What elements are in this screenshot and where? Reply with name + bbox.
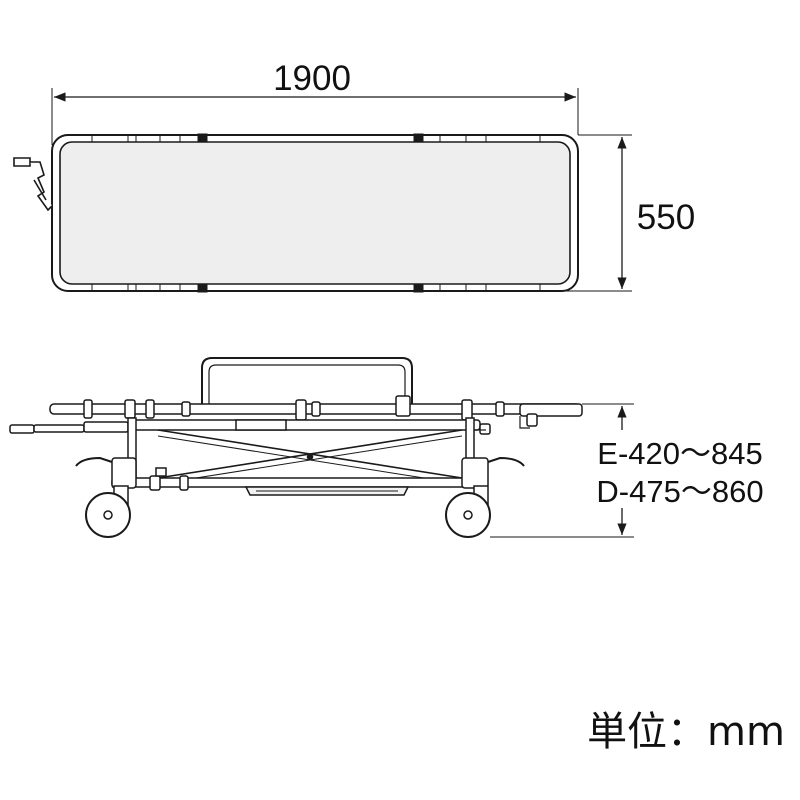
base-bracket xyxy=(155,467,167,477)
length-label: 1900 xyxy=(273,59,351,98)
side-view xyxy=(9,357,634,538)
bottom-rail-details xyxy=(91,284,541,291)
rail-clamp-5 xyxy=(295,399,307,421)
handle-grip-left xyxy=(9,424,35,434)
top-rail-clamp-right xyxy=(413,133,424,143)
unit-label: 単位：mm xyxy=(587,709,785,755)
height-label-e: E-420～845 xyxy=(597,436,762,471)
left-brake-pedal xyxy=(75,456,113,467)
mattress xyxy=(59,141,571,285)
backrest-frame xyxy=(201,357,413,410)
foot-extension xyxy=(519,403,583,417)
scissor-pivot xyxy=(306,453,314,461)
right-caster-housing xyxy=(461,457,489,489)
foot-latch-knob xyxy=(526,413,538,427)
rail-clamp-9 xyxy=(495,401,505,417)
rail-clamp-7 xyxy=(395,395,411,417)
height-label-d: D-475～860 xyxy=(596,474,763,509)
top-view xyxy=(13,88,632,293)
rail-clamp-6 xyxy=(311,401,321,417)
rail-clamp-8 xyxy=(461,399,473,421)
backrest-frame-inner xyxy=(208,364,406,410)
lower-frame xyxy=(129,419,481,431)
rail-clamp-3 xyxy=(145,399,155,419)
foot-latch xyxy=(519,416,530,429)
rail-clamp-1 xyxy=(83,399,93,419)
left-wheel-hub xyxy=(103,510,113,520)
base-frame xyxy=(111,477,487,488)
top-rail-details xyxy=(91,135,541,142)
top-rail-clamp-left xyxy=(197,133,208,143)
handle-pole-left xyxy=(33,424,85,433)
right-wheel-hub xyxy=(463,510,473,520)
rail-clamp-4 xyxy=(181,401,191,417)
handle-socket-left xyxy=(83,421,129,433)
bottom-rail-clamp-left xyxy=(197,283,208,293)
lower-frame-end-cap xyxy=(479,423,491,435)
right-brake-pedal xyxy=(487,456,525,467)
base-clamp-left xyxy=(149,475,161,491)
width-label: 550 xyxy=(637,198,695,237)
bottom-rail-clamp-right xyxy=(413,283,424,293)
lower-frame-plate xyxy=(235,419,287,431)
crank-handle xyxy=(13,157,53,212)
left-caster-housing xyxy=(111,457,137,489)
base-clamp-mid xyxy=(179,475,189,491)
rail-clamp-2 xyxy=(124,399,136,419)
